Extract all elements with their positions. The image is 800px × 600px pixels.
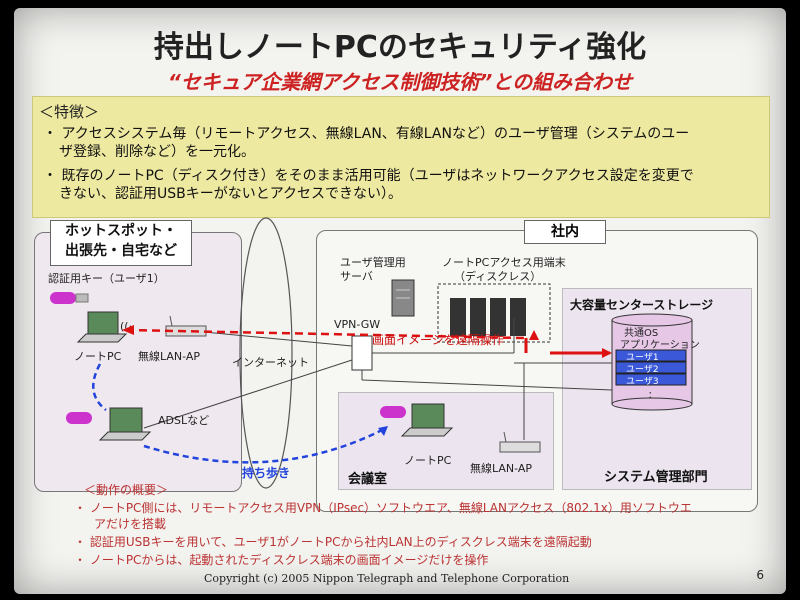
slide-subtitle: “セキュア企業網アクセス制御技術”との組み合わせ — [167, 70, 633, 94]
user-server-label-2: サーバ — [340, 270, 373, 283]
meeting-notepc-label: ノートPC — [404, 454, 452, 467]
carry-arrow-bottom — [143, 426, 387, 464]
internal-area-label: 社内 — [524, 220, 606, 244]
external-area-label: ホットスポット・ 出張先・自宅など — [50, 220, 192, 266]
external-label-line-2: 出張先・自宅など — [65, 243, 177, 259]
user-server-icon — [391, 279, 415, 317]
adsl-label: ADSLなど — [158, 414, 210, 427]
arrow-head-left — [122, 325, 134, 335]
user-more-label: ： — [648, 391, 658, 401]
network-diagram: ((· — [50, 217, 693, 489]
slide-title: 持出しノートPCのセキュリティ強化 — [153, 30, 647, 65]
note-2: ・ 認証用USBキーを用いて、ユーザ1がノートPCから社内LAN上のディスクレス… — [74, 535, 592, 549]
external-label-line-1: ホットスポット・ — [65, 223, 177, 239]
meeting-ap-icon — [499, 431, 541, 453]
network-lines — [143, 318, 613, 440]
carry-arrow-left — [92, 363, 107, 411]
feature-2-line-1: ・ 既存のノートPC（ディスク付き）をそのまま活用可能（ユーザはネットワークアク… — [43, 168, 694, 184]
diskless-terminal-icon — [437, 283, 551, 343]
notes-heading: ＜動作の概要＞ — [84, 483, 169, 497]
wireless-ap-icon — [165, 315, 207, 337]
auth-key-label: 認証用キー（ユーザ1） — [48, 272, 165, 285]
arrow-head-up — [529, 330, 539, 340]
storage-app-label-1: 共通OS — [624, 328, 659, 339]
features-box: ＜特徴＞ ・ アクセスシステム毎（リモートアクセス、無線LAN、有線LANなど）… — [32, 96, 770, 218]
carry-label: 持ち歩き — [242, 466, 291, 480]
terminal-label-1: ノートPCアクセス用端末 — [442, 256, 566, 269]
notepc-label: ノートPC — [74, 350, 122, 363]
remote-operation-arrow — [125, 328, 525, 340]
carry-arrow-head — [378, 426, 388, 436]
user-3-label: ユーザ3 — [626, 377, 659, 387]
storage-label: 大容量センターストレージ — [570, 298, 714, 312]
user-2-label: ユーザ2 — [626, 365, 659, 375]
feature-2-line-2: きない、認証用USBキーがないとアクセスできない）。 — [59, 186, 403, 202]
features-heading: ＜特徴＞ — [39, 103, 100, 121]
vpn-gw-icon — [351, 335, 373, 371]
usb-key-icon — [50, 292, 89, 304]
slide: 持出しノートPCのセキュリティ強化 “セキュア企業網アクセス制御技術”との組み合… — [14, 8, 786, 594]
remote-op-label: 画面イメージを遠隔操作 — [372, 333, 504, 347]
vpn-gw-label: VPN-GW — [334, 318, 381, 331]
note-1-line-2: アだけを搭載 — [94, 517, 167, 531]
meeting-label: 会議室 — [348, 472, 388, 487]
sysdept-label: システム管理部門 — [604, 470, 708, 485]
note-3: ・ ノートPCからは、起動されたディスクレス端末の画面イメージだけを操作 — [74, 553, 489, 567]
internet-cloud — [239, 217, 293, 489]
wireless-ap-label: 無線LAN-AP — [138, 350, 201, 363]
copyright: Copyright (c) 2005 Nippon Telegraph and … — [204, 572, 570, 585]
meeting-ap-label: 無線LAN-AP — [470, 462, 533, 475]
internet-label: インターネット — [232, 356, 309, 369]
feature-1-line-1: ・ アクセスシステム毎（リモートアクセス、無線LAN、有線LANなど）のユーザ管… — [43, 126, 690, 142]
storage-icon — [611, 313, 693, 411]
terminal-label-2: （ディスクレス） — [454, 270, 542, 283]
arrow-head-storage — [602, 348, 612, 358]
page-number: 6 — [756, 568, 764, 582]
notepc-icon — [76, 311, 128, 343]
notepc-adsl-icon — [66, 407, 152, 441]
meeting-room-area — [338, 392, 554, 490]
user-1-label: ユーザ1 — [626, 353, 659, 363]
note-1-line-1: ・ ノートPC側には、リモートアクセス用VPN（IPsec）ソフトウエア、無線L… — [74, 501, 692, 515]
meeting-notepc-icon — [380, 403, 454, 437]
feature-1-line-2: ザ登録、削除など）を一元化。 — [59, 144, 255, 160]
storage-app-label-2: アプリケーション — [620, 340, 700, 351]
user-server-label-1: ユーザ管理用 — [340, 256, 406, 269]
